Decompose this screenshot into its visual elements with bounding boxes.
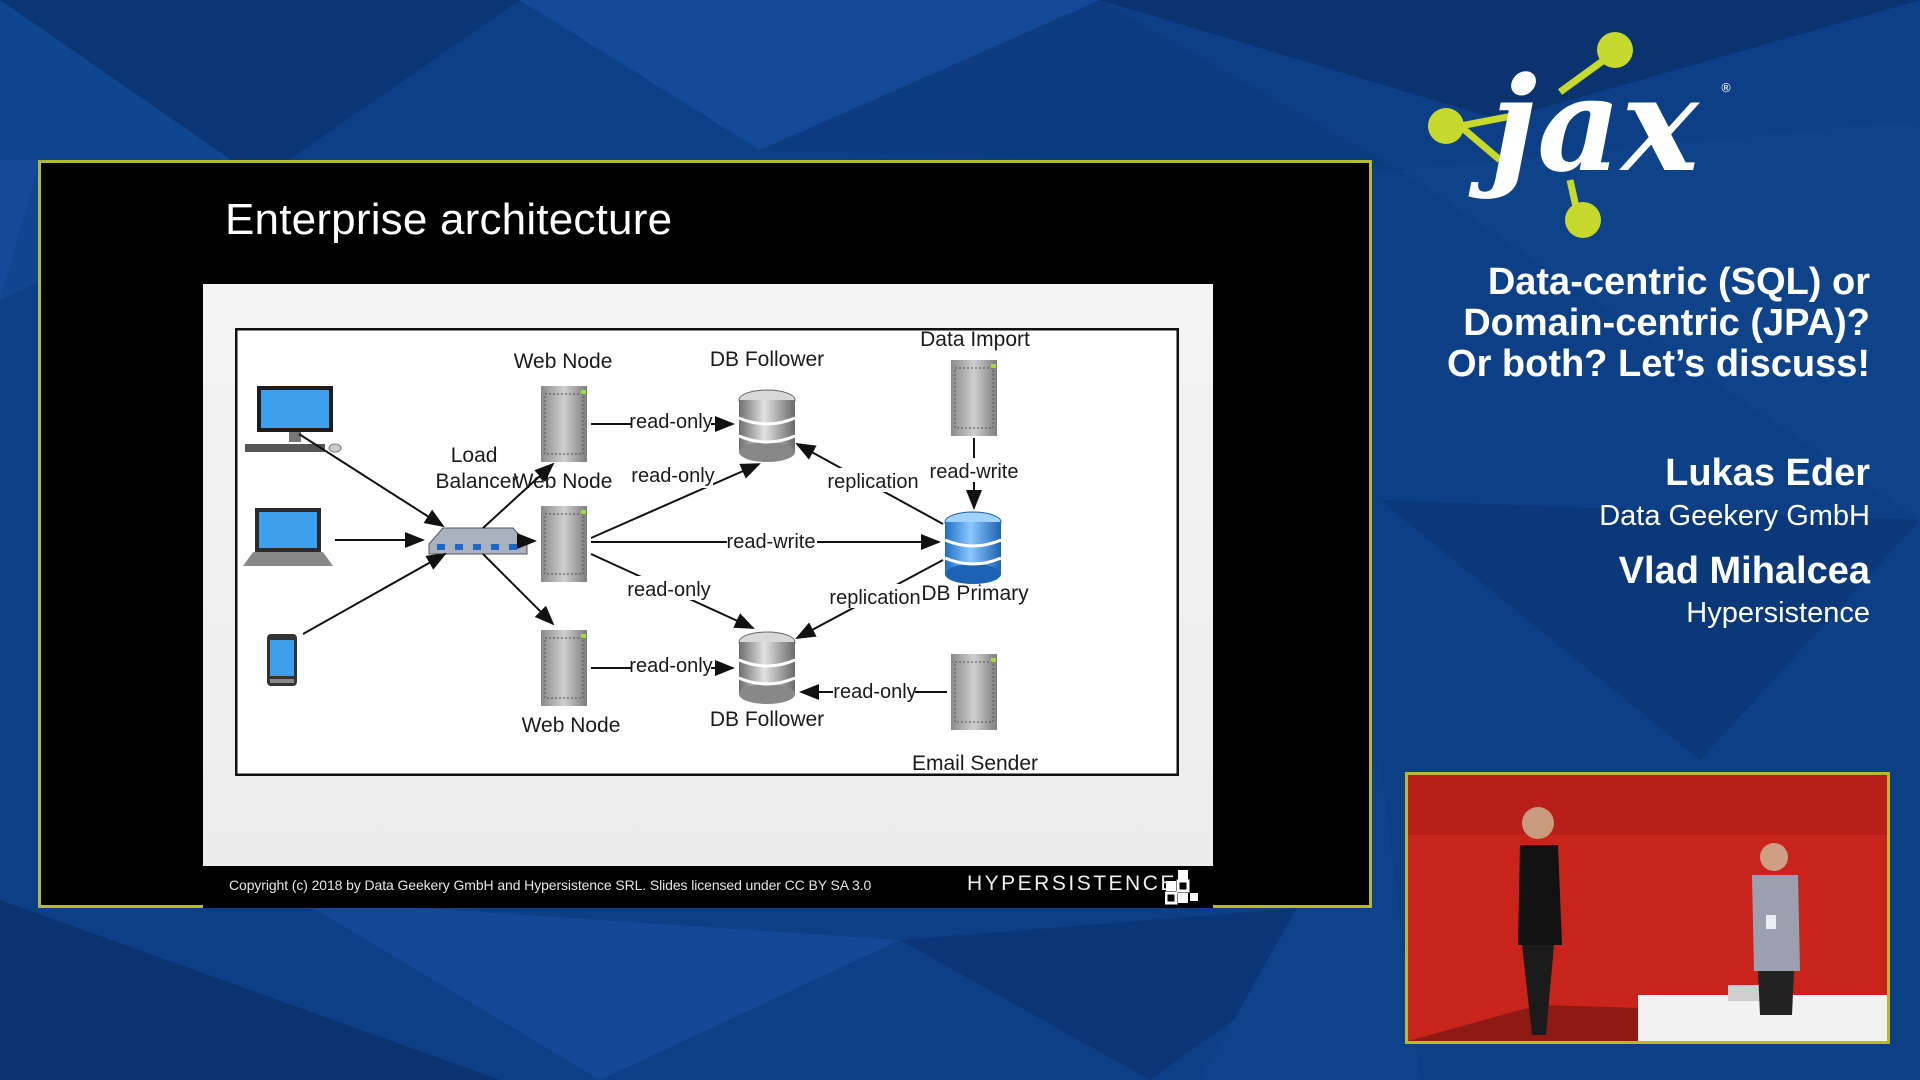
node-label-load-balancer: Load Balancer bbox=[436, 444, 519, 493]
speaker-organization: Data Geekery GmbH bbox=[1599, 500, 1870, 532]
data-import-server-icon bbox=[950, 359, 998, 437]
speaker-name: Vlad Mihalcea bbox=[1618, 550, 1870, 592]
edge-label: read-only bbox=[629, 411, 712, 433]
edge-label: read-only bbox=[627, 579, 710, 601]
hypersistence-brand: HYPERSISTENCE bbox=[967, 872, 1177, 895]
node-label-web-node: Web Node bbox=[514, 350, 613, 373]
node-label-data-import: Data Import bbox=[920, 328, 1030, 351]
web-node-icon bbox=[540, 629, 588, 707]
talk-title-line: Data-centric (SQL) or bbox=[1487, 261, 1870, 303]
slide-title: Enterprise architecture bbox=[225, 195, 673, 244]
talk-title-line: Domain-centric (JPA)? bbox=[1463, 302, 1870, 344]
node-label-web-node: Web Node bbox=[514, 470, 613, 493]
edge-arrow bbox=[482, 553, 555, 626]
web-node-icon bbox=[540, 505, 588, 583]
hypersistence-logo-icon bbox=[1165, 870, 1198, 905]
edge-label: read-only bbox=[833, 681, 916, 703]
node-label-db-follower: DB Follower bbox=[710, 708, 824, 731]
svg-text:®: ® bbox=[1720, 81, 1732, 95]
phone-icon bbox=[267, 634, 297, 686]
speaker-name: Lukas Eder bbox=[1665, 452, 1870, 494]
email-sender-server-icon bbox=[950, 653, 998, 731]
architecture-diagram: Load Balancer Web Node Web Node Web Node… bbox=[235, 328, 1179, 776]
edge-label: read-only bbox=[629, 655, 712, 677]
talk-title-line: Or both? Let’s discuss! bbox=[1447, 343, 1870, 385]
slide: Enterprise architecture bbox=[38, 160, 1372, 908]
edge-arrow bbox=[302, 553, 447, 635]
edge-label: read-write bbox=[930, 461, 1019, 483]
speaker-video bbox=[1405, 772, 1890, 1044]
db-primary-icon bbox=[944, 511, 1002, 584]
laptop-icon bbox=[243, 508, 333, 566]
edge-arrow bbox=[298, 433, 445, 528]
load-balancer-icon bbox=[428, 527, 528, 555]
node-label-db-primary: DB Primary bbox=[921, 582, 1029, 605]
edge-label: read-only bbox=[631, 465, 714, 487]
desktop-icon bbox=[245, 386, 342, 453]
copyright-text: Copyright (c) 2018 by Data Geekery GmbH … bbox=[229, 877, 872, 893]
db-follower-icon bbox=[737, 630, 797, 706]
edge-label: read-write bbox=[727, 531, 816, 553]
edge-arrow bbox=[590, 463, 761, 539]
node-label-email-sender: Email Sender bbox=[912, 752, 1038, 775]
node-label-web-node: Web Node bbox=[522, 714, 621, 737]
jax-logo-text: jax bbox=[1468, 48, 1700, 201]
edge-label: replication bbox=[827, 471, 918, 493]
edge-arrow bbox=[482, 462, 555, 529]
db-follower-icon bbox=[737, 388, 797, 464]
speaker-organization: Hypersistence bbox=[1686, 597, 1870, 629]
web-node-icon bbox=[540, 385, 588, 463]
slide-footer: Copyright (c) 2018 by Data Geekery GmbH … bbox=[203, 866, 1213, 908]
edge-label: replication bbox=[829, 587, 920, 609]
node-label-db-follower: DB Follower bbox=[710, 348, 824, 371]
slide-content-panel: Load Balancer Web Node Web Node Web Node… bbox=[203, 284, 1213, 866]
jax-logo: jax ® bbox=[1428, 32, 1732, 238]
talk-title: Data-centric (SQL) or Domain-centric (JP… bbox=[1310, 262, 1870, 385]
